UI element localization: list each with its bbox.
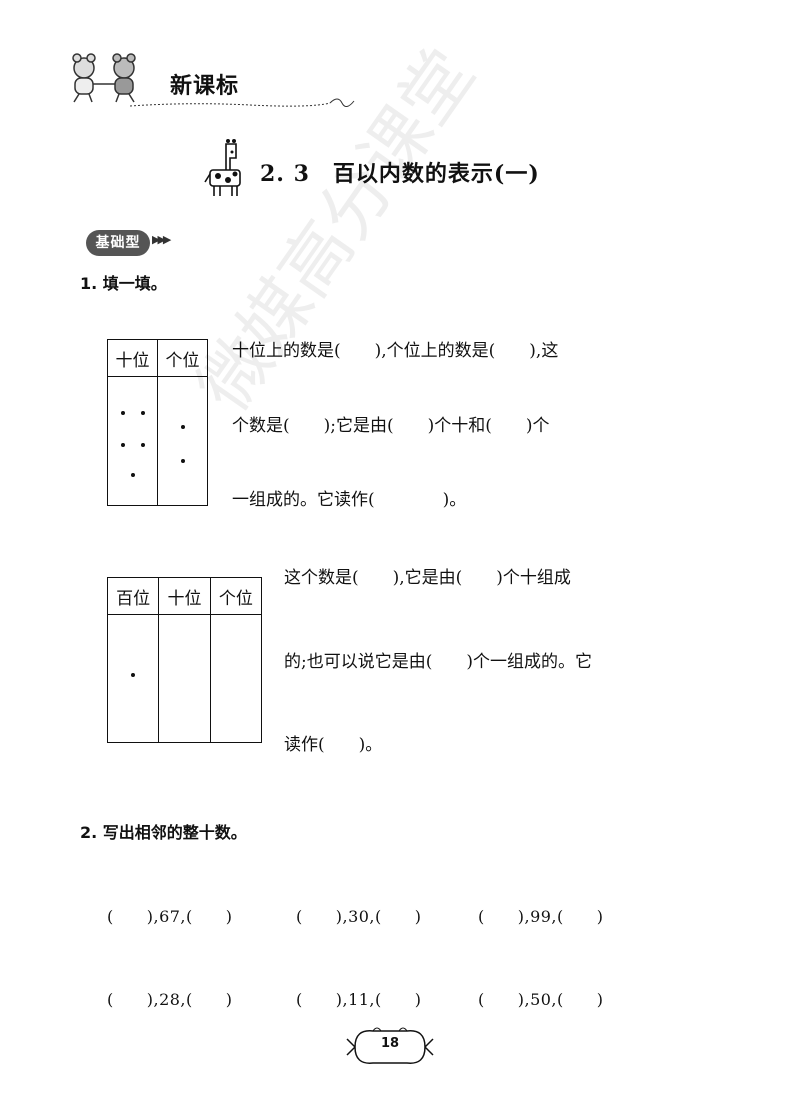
page-number-frame <box>346 1027 434 1064</box>
q1-text2-line1: 这个数是( ),它是由( )个十组成 <box>284 568 571 588</box>
counter-dot <box>141 443 145 447</box>
place-value-table-2: 百位 十位 个位 <box>106 577 263 743</box>
section-title: 2. 3 百以内数的表示(一) <box>260 161 540 187</box>
q1-text1-line2: 个数是( );它是由( )个十和( )个 <box>232 416 550 436</box>
table1-ones-cell <box>157 376 208 506</box>
table2-hundreds-cell <box>106 614 160 743</box>
q1-text1-line1: 十位上的数是( ),个位上的数是( ),这 <box>232 341 559 361</box>
series-title: 新课标 <box>170 74 240 99</box>
table2-tens-cell <box>158 614 211 743</box>
q1-text2-line3: 读作( )。 <box>284 735 383 755</box>
counter-dot <box>121 443 125 447</box>
counter-dot <box>131 673 135 677</box>
table2-header-ones: 个位 <box>209 577 263 615</box>
giraffe-icon <box>204 139 241 196</box>
table1-header-ones: 个位 <box>157 339 208 377</box>
counter-dot <box>181 459 185 463</box>
page-number: 18 <box>380 1036 400 1051</box>
counter-dot <box>181 425 185 429</box>
q1-text2-line2: 的;也可以说它是由( )个一组成的。它 <box>284 652 592 672</box>
q2-row1-item2: ( ),30,( ) <box>296 907 422 926</box>
place-value-table-1: 十位 个位 <box>107 339 208 506</box>
counter-dot <box>121 411 125 415</box>
q2-row1-item3: ( ),99,( ) <box>478 907 604 926</box>
counter-dot <box>131 473 135 477</box>
question-2-title: 2. 写出相邻的整十数。 <box>80 823 247 842</box>
q2-row2-item1: ( ),28,( ) <box>107 990 233 1009</box>
bears-illustration <box>72 53 136 103</box>
q2-row2-item3: ( ),50,( ) <box>478 990 604 1009</box>
arrows-icon: ▶▶▶ <box>152 233 171 246</box>
table1-header-tens: 十位 <box>107 339 158 377</box>
q2-row1-item1: ( ),67,( ) <box>107 907 233 926</box>
counter-dot <box>141 411 145 415</box>
q1-text1-line3: 一组成的。它读作( )。 <box>232 490 467 510</box>
table2-header-tens: 十位 <box>158 577 211 615</box>
table2-header-hundreds: 百位 <box>106 577 160 615</box>
basic-level-badge: 基础型 <box>86 230 150 256</box>
table2-ones-cell <box>209 614 263 743</box>
q2-row2-item2: ( ),11,( ) <box>296 990 422 1009</box>
table1-tens-cell <box>107 376 158 506</box>
header-decorative-line <box>130 98 355 107</box>
question-1-title: 1. 填一填。 <box>80 274 167 293</box>
